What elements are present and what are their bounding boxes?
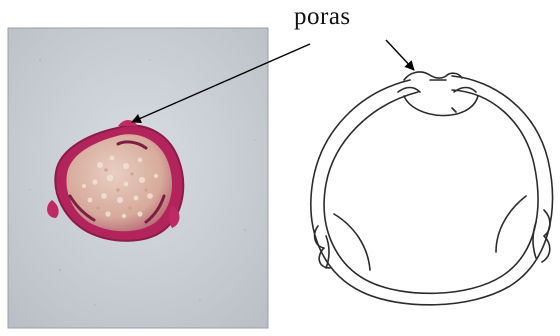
micrograph-photo bbox=[8, 28, 268, 328]
pollen-grain-drawing bbox=[311, 72, 553, 305]
arrow-to-drawing-pore bbox=[386, 40, 414, 70]
pore-label: poras bbox=[294, 4, 351, 29]
